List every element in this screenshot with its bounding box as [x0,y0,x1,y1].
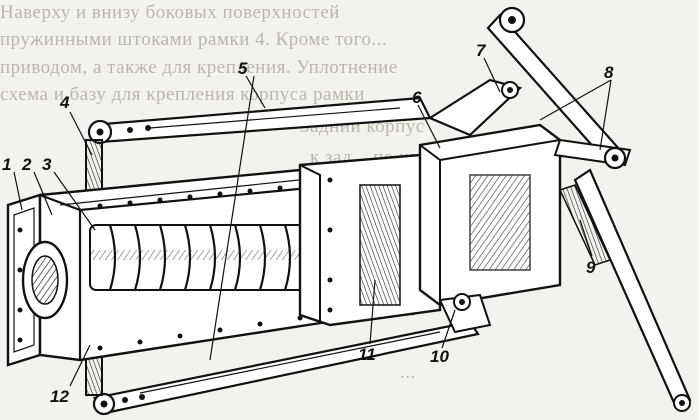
background-text-line: пружинными штоками рамки 4. Кроме того..… [0,29,388,50]
middle-frame [298,153,442,327]
corrugated-shaft [89,224,331,291]
top-linkage [427,6,632,170]
background-text-line: ... [400,362,416,383]
callout-9: 9 [586,258,596,277]
callout-10: 10 [430,347,449,366]
background-text-line: приводом, а также для крепления. Уплотне… [0,57,398,78]
callout-12: 12 [50,387,69,406]
rear-housing [418,123,562,307]
callout-7: 7 [476,41,487,60]
callout-5: 5 [238,59,248,78]
leader-lines [13,57,612,387]
lower-bracket [438,293,492,334]
callout-1: 1 [2,155,11,174]
callout-3: 3 [42,155,52,174]
upper-lever [87,96,432,145]
callout-2: 2 [21,155,32,174]
callout-4: 4 [59,93,70,112]
callout-labels: 1 2 3 4 5 6 7 8 9 10 11 12 [2,41,614,406]
callout-6: 6 [412,88,422,107]
lower-right-arm [558,168,692,412]
background-text-line: схема и базу для крепления корпуса рамки [0,84,365,105]
lower-lever [92,320,480,416]
background-text-line: Наверху и внизу боковых поверхностей [0,2,340,23]
callout-8: 8 [604,63,614,82]
spring-lower [85,354,103,396]
callout-11: 11 [358,345,376,364]
